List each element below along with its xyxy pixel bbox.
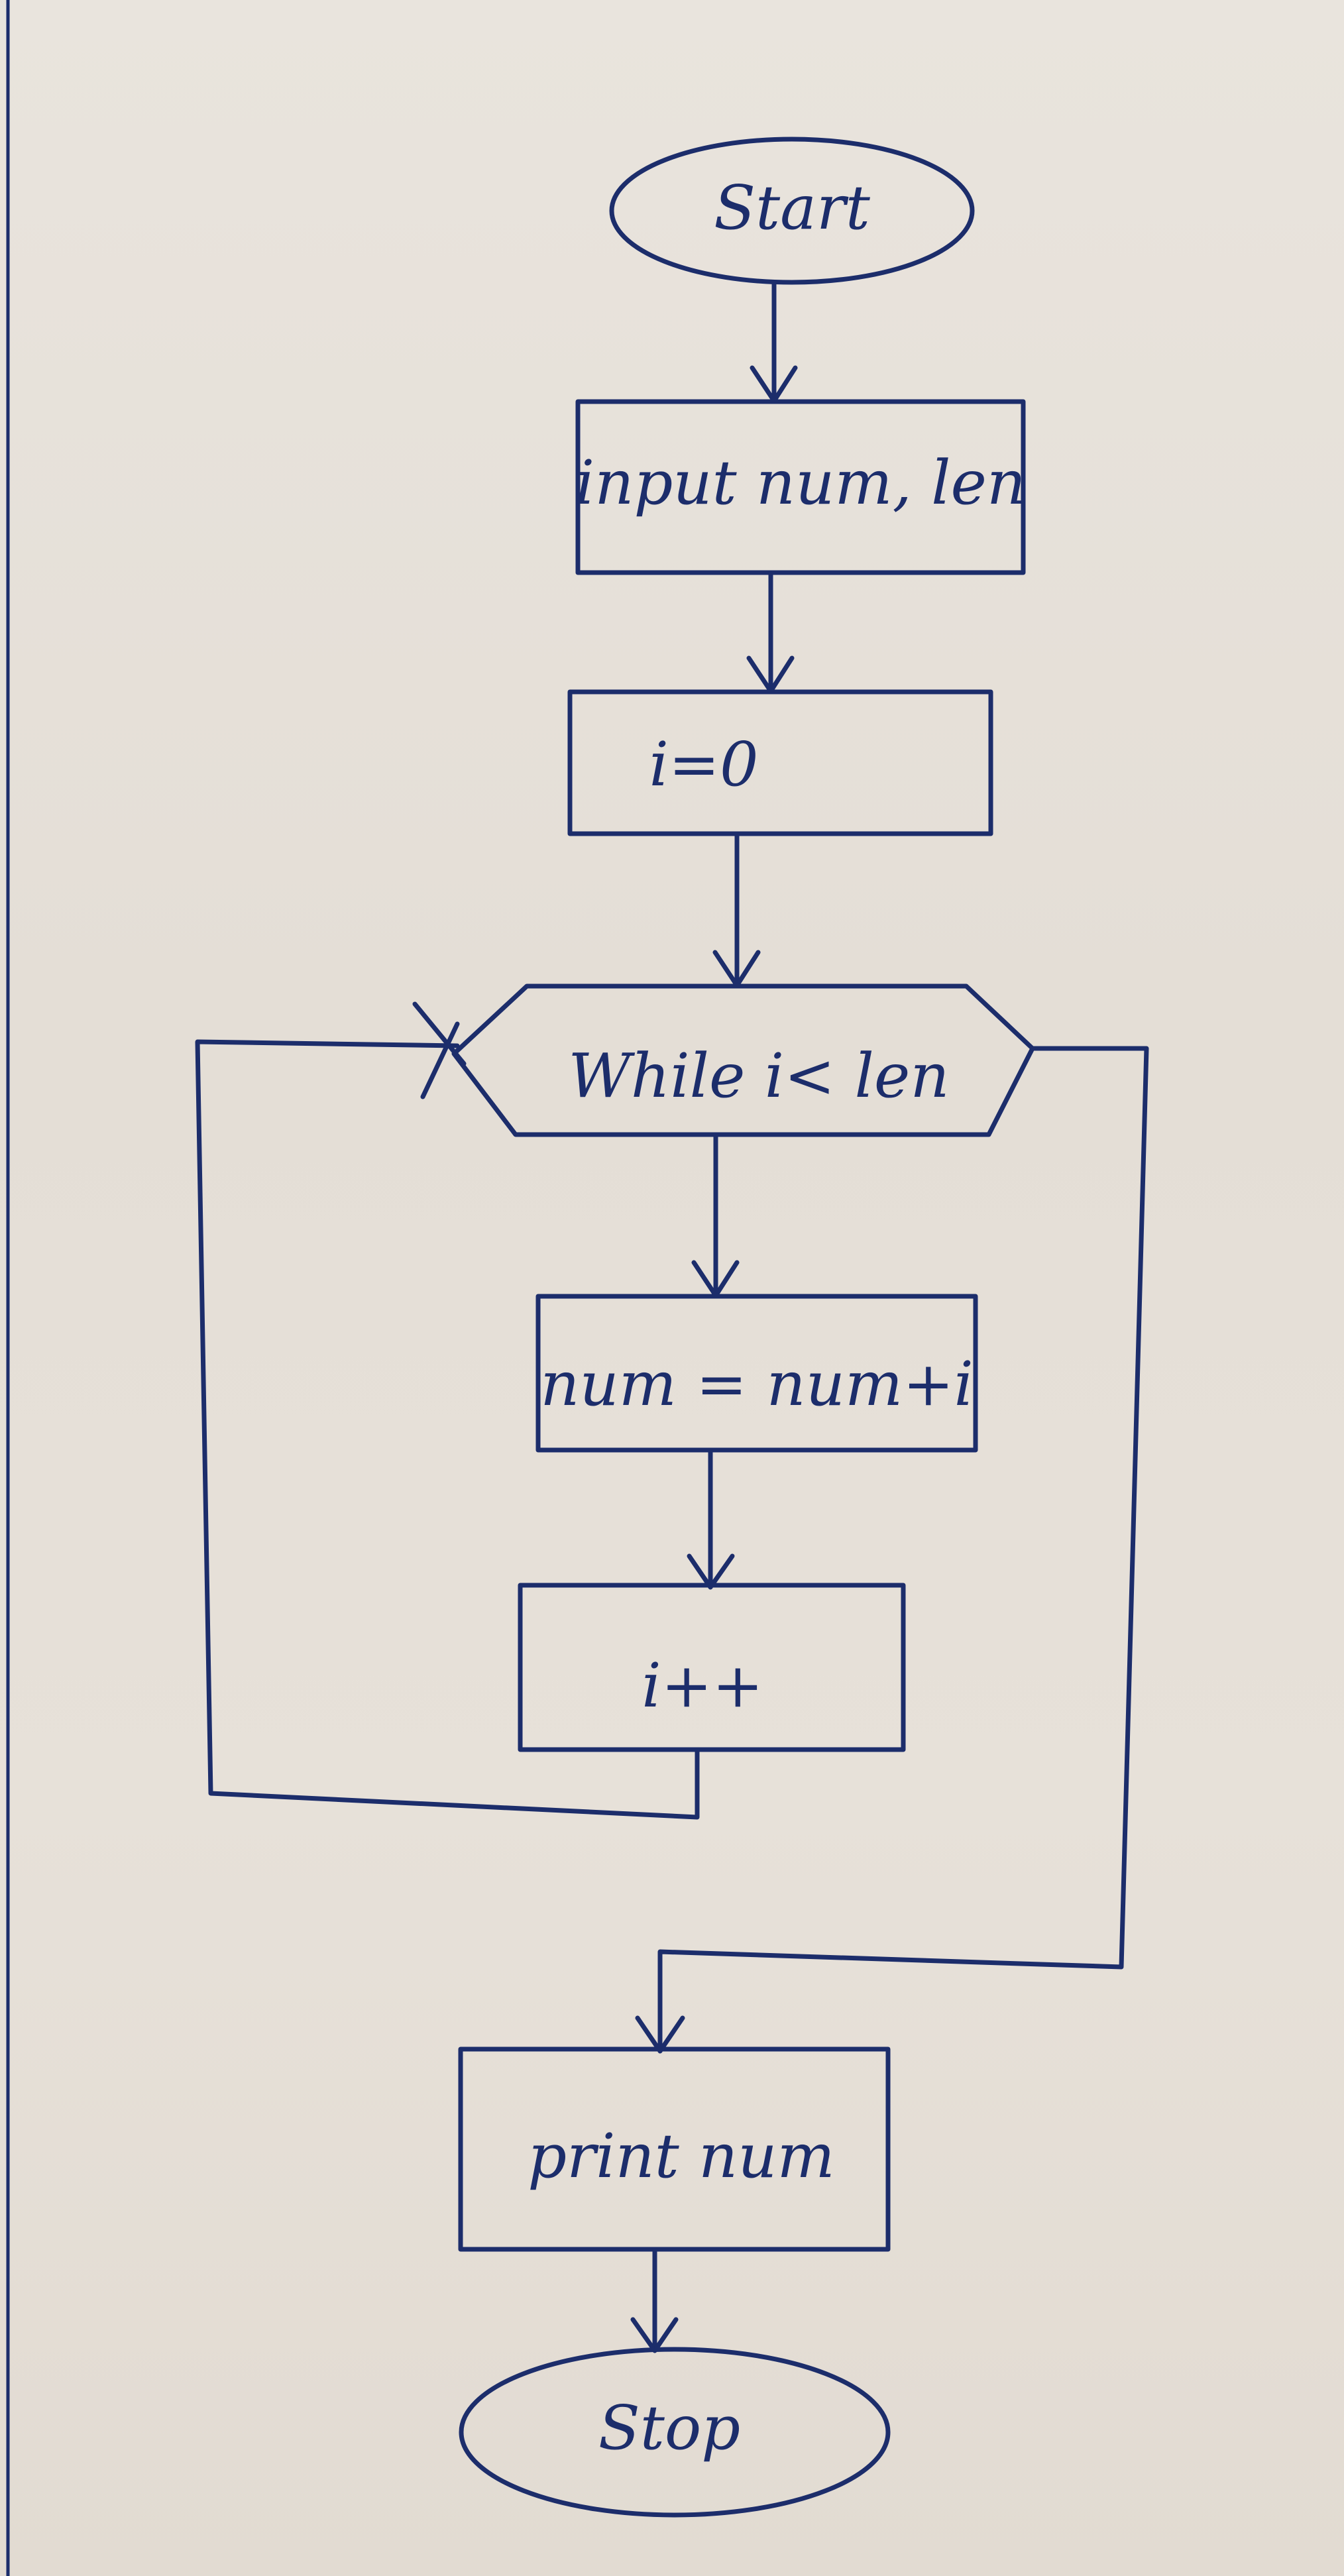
start-label: Start: [714, 172, 871, 243]
loop-entry-mark-2: [420, 1021, 460, 1099]
stop-label: Stop: [598, 2392, 740, 2463]
loop-exit-connector: [657, 1046, 1149, 2050]
update-label: num = num+i: [540, 1349, 974, 1420]
input-label: input num, len: [575, 447, 1026, 518]
stop-terminal: [459, 2347, 891, 2518]
input-process-box: [575, 399, 1026, 575]
init-process-box: [567, 689, 993, 836]
init-label: i=0: [649, 729, 758, 800]
print-output-box: [458, 2046, 891, 2252]
increment-process-box: [518, 1583, 906, 1752]
print-label: print num: [528, 2121, 835, 2192]
loop-back-connector: [195, 1039, 700, 1820]
loop-label: While i< len: [568, 1040, 949, 1111]
increment-label: i++: [642, 1650, 763, 1721]
start-terminal: [609, 137, 975, 285]
loop-entry-mark-1: [412, 1001, 467, 1066]
update-process-box: [535, 1294, 978, 1453]
